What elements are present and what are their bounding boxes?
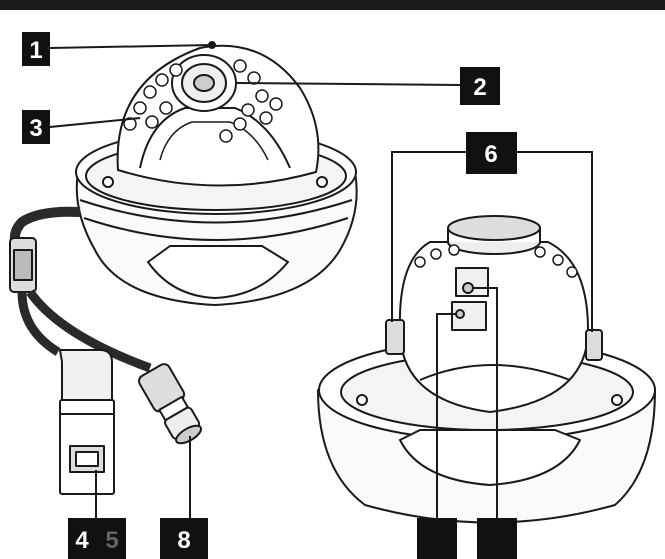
- callout-1: 1: [22, 32, 50, 66]
- svg-text:2: 2: [473, 74, 486, 101]
- svg-text:8: 8: [177, 527, 190, 554]
- svg-text:5: 5: [105, 527, 118, 554]
- callout-8: 8: [160, 518, 208, 559]
- cable-assembly: [9, 206, 203, 495]
- callout-7b: [477, 518, 517, 559]
- leader-1: [49, 44, 213, 49]
- ir-led-ring: [123, 59, 283, 143]
- dome-camera-front: [75, 41, 358, 306]
- dome-camera-open: [317, 215, 656, 524]
- callout-2: 2: [460, 67, 500, 105]
- ir-led-ring-open: [414, 244, 578, 278]
- leader-2: [235, 82, 461, 86]
- callout-4-5: 4 5: [68, 518, 126, 559]
- svg-text:6: 6: [484, 141, 497, 168]
- leader-lines: [49, 44, 593, 518]
- leader-3: [49, 117, 141, 128]
- callout-3: 3: [22, 110, 50, 144]
- callout-7a: [417, 518, 457, 559]
- svg-text:1: 1: [29, 37, 42, 64]
- top-rule: [0, 0, 665, 10]
- svg-text:3: 3: [29, 115, 42, 142]
- leader-6-right: [517, 151, 593, 332]
- leader-7b: [472, 287, 498, 518]
- callout-6: 6: [466, 132, 517, 174]
- leader-7a: [436, 313, 456, 518]
- leader-6-left: [391, 151, 466, 322]
- svg-text:4: 4: [75, 527, 89, 554]
